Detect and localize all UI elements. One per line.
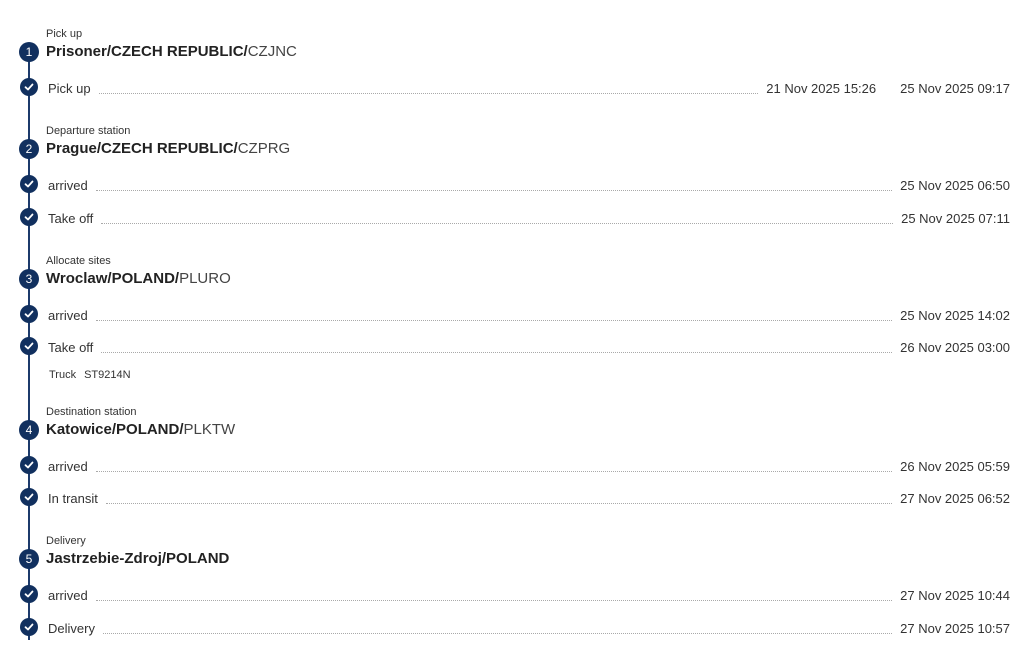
stop-category: Allocate sites <box>46 255 111 267</box>
dotted-leader <box>98 92 759 94</box>
dotted-leader <box>95 470 893 472</box>
dotted-leader <box>95 599 893 601</box>
vehicle-plate: ST9214N <box>84 369 131 381</box>
dotted-leader <box>101 222 894 224</box>
event-label: Take off <box>48 339 94 355</box>
stop-number-badge: 1 <box>19 42 39 62</box>
check-circle-icon <box>20 78 38 96</box>
event-label: arrived <box>48 307 88 323</box>
event-time: 25 Nov 2025 09:17 <box>900 80 1010 96</box>
stop-title: Jastrzebie-Zdroj/POLAND <box>46 550 229 567</box>
stop-code: CZJNC <box>247 43 297 60</box>
stop-number-badge: 2 <box>19 139 39 159</box>
dotted-leader <box>95 189 893 191</box>
stop-location: Jastrzebie-Zdroj/POLAND <box>46 550 230 567</box>
event-label: In transit <box>48 490 98 506</box>
stop-category: Destination station <box>46 406 137 418</box>
vehicle-type: Truck <box>49 369 77 381</box>
tracking-event: In transit 27 Nov 2025 06:52 <box>48 488 1010 508</box>
check-circle-icon <box>20 337 38 355</box>
check-circle-icon <box>20 175 38 193</box>
stop-number-badge: 3 <box>19 269 39 289</box>
check-circle-icon <box>20 305 38 323</box>
stop-title: Prague/CZECH REPUBLIC/CZPRG <box>46 140 290 157</box>
tracking-event: Delivery 27 Nov 2025 10:57 <box>48 618 1010 638</box>
event-time: 25 Nov 2025 07:11 <box>901 210 1010 226</box>
dotted-leader <box>101 351 893 353</box>
tracking-event: arrived 25 Nov 2025 14:02 <box>48 305 1010 325</box>
tracking-event: Take off 26 Nov 2025 03:00 <box>48 337 1010 357</box>
event-time: 25 Nov 2025 06:50 <box>900 177 1010 193</box>
stop-location: Prisoner/CZECH REPUBLIC/ <box>46 43 248 60</box>
dotted-leader <box>105 502 893 504</box>
check-circle-icon <box>20 208 38 226</box>
tracking-event: Pick up 21 Nov 2025 15:26 25 Nov 2025 09… <box>48 78 1010 98</box>
stop-title: Prisoner/CZECH REPUBLIC/CZJNC <box>46 43 297 60</box>
stop-number-badge: 5 <box>19 549 39 569</box>
stop-category: Departure station <box>46 125 131 137</box>
tracking-event: Take off 25 Nov 2025 07:11 <box>48 208 1010 228</box>
dotted-leader <box>95 319 893 321</box>
check-circle-icon <box>20 488 38 506</box>
vehicle-info: Truck ST9214N <box>49 369 131 381</box>
stop-code: PLKTW <box>183 421 236 438</box>
event-time: 27 Nov 2025 06:52 <box>900 490 1010 506</box>
stop-code: CZPRG <box>237 140 291 157</box>
event-label: arrived <box>48 177 88 193</box>
check-circle-icon <box>20 585 38 603</box>
stop-code: PLURO <box>179 270 231 287</box>
dotted-leader <box>102 632 893 634</box>
event-label: Take off <box>48 210 94 226</box>
event-label: Pick up <box>48 80 91 96</box>
stop-category: Pick up <box>46 28 83 40</box>
tracking-event: arrived 25 Nov 2025 06:50 <box>48 175 1010 195</box>
stop-location: Katowice/POLAND/ <box>46 421 184 438</box>
check-circle-icon <box>20 456 38 474</box>
stop-title: Wroclaw/POLAND/PLURO <box>46 270 231 287</box>
check-circle-icon <box>20 618 38 636</box>
event-time-secondary: 21 Nov 2025 15:26 <box>766 80 877 96</box>
event-time: 26 Nov 2025 05:59 <box>900 458 1010 474</box>
stop-location: Prague/CZECH REPUBLIC/ <box>46 140 238 157</box>
event-time: 27 Nov 2025 10:57 <box>900 620 1010 636</box>
event-label: Delivery <box>48 620 95 636</box>
tracking-event: arrived 27 Nov 2025 10:44 <box>48 585 1010 605</box>
event-time: 25 Nov 2025 14:02 <box>900 307 1010 323</box>
stop-title: Katowice/POLAND/PLKTW <box>46 421 235 438</box>
tracking-event: arrived 26 Nov 2025 05:59 <box>48 456 1010 476</box>
stop-number-badge: 4 <box>19 420 39 440</box>
event-label: arrived <box>48 458 88 474</box>
event-time: 26 Nov 2025 03:00 <box>900 339 1010 355</box>
event-time: 27 Nov 2025 10:44 <box>900 587 1010 603</box>
stop-location: Wroclaw/POLAND/ <box>46 270 180 287</box>
stop-category: Delivery <box>46 535 86 547</box>
event-label: arrived <box>48 587 88 603</box>
